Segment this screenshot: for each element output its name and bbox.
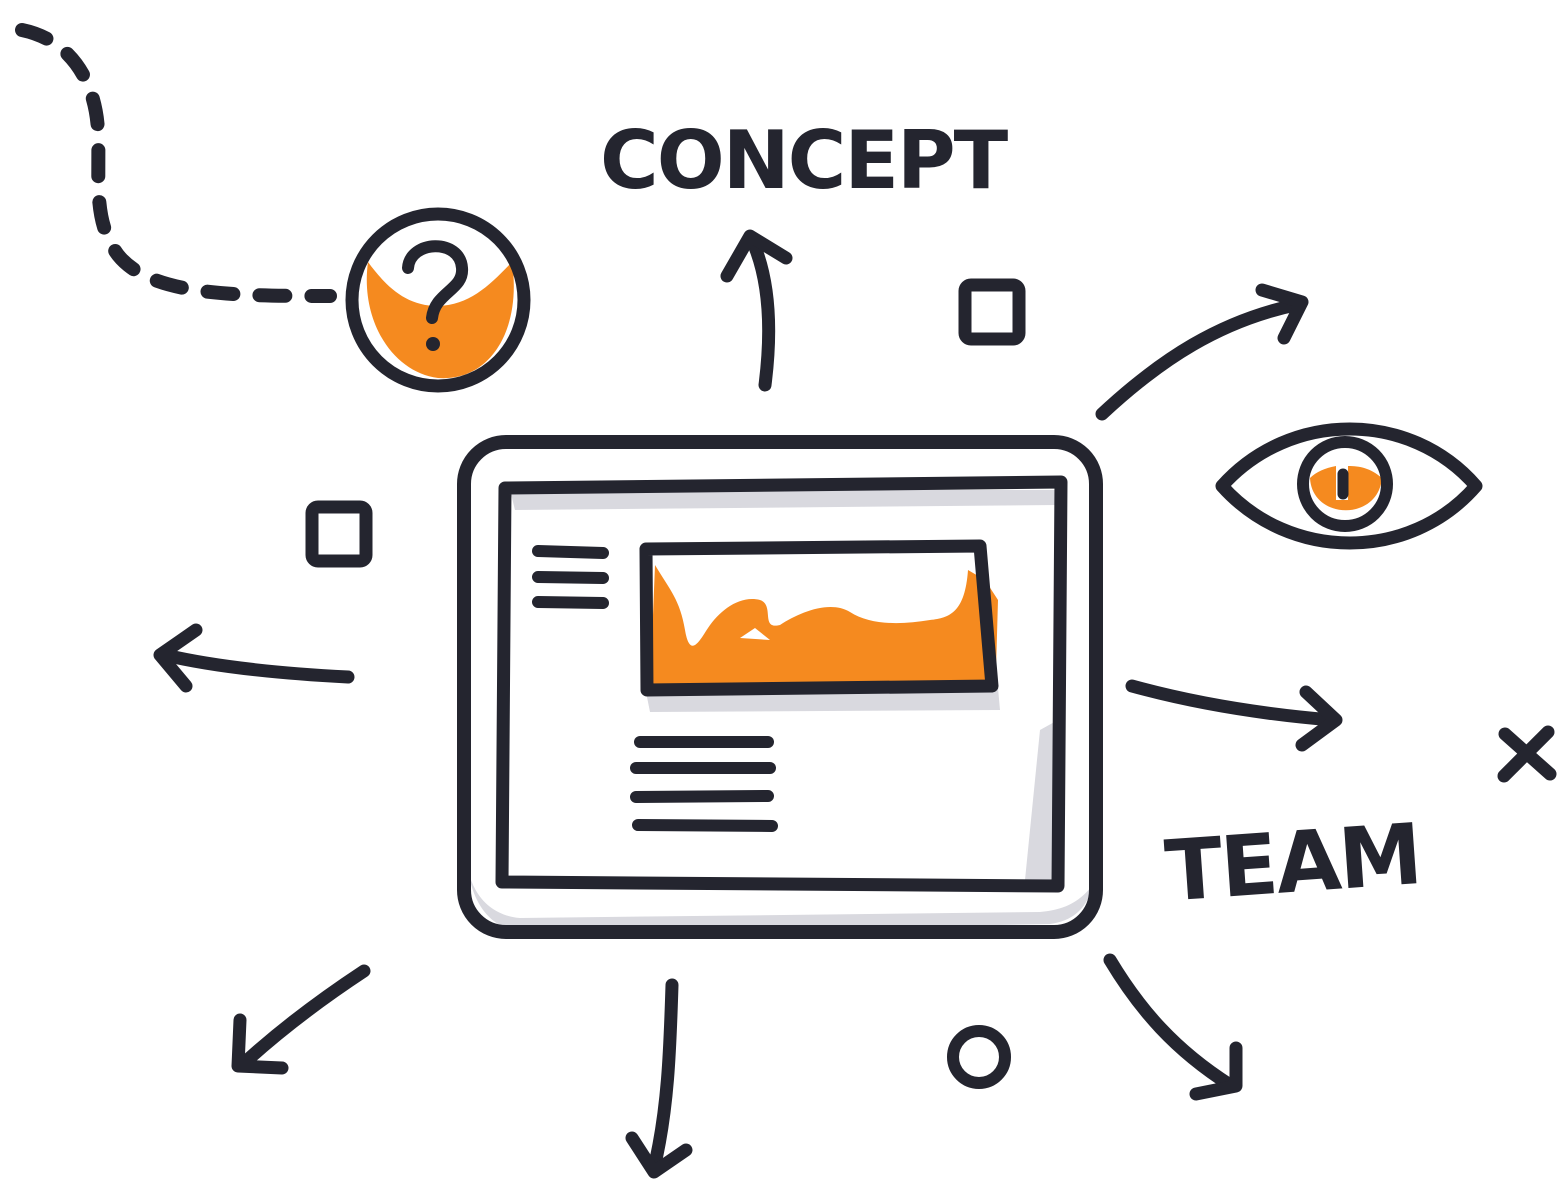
eye-icon bbox=[1215, 422, 1483, 550]
arrow-down-icon bbox=[625, 978, 693, 1179]
menu-lines bbox=[532, 545, 609, 609]
circle-shape bbox=[947, 1025, 1011, 1089]
x-mark-icon bbox=[1497, 725, 1557, 783]
arrow-bottom-right-icon bbox=[1103, 953, 1243, 1101]
square-shape-top bbox=[958, 278, 1026, 346]
team-label: TEAM bbox=[1162, 805, 1423, 921]
arrow-left-icon bbox=[153, 623, 355, 693]
arrow-top-right-icon bbox=[1095, 283, 1309, 421]
square-shape-left bbox=[305, 500, 373, 568]
text-lines bbox=[630, 736, 778, 832]
arrow-up-icon bbox=[720, 229, 793, 392]
arrow-right-icon bbox=[1125, 679, 1343, 752]
tablet-icon bbox=[457, 435, 1103, 939]
dashed-path bbox=[15, 23, 337, 303]
arrow-bottom-left-icon bbox=[231, 964, 371, 1075]
concept-label: CONCEPT bbox=[600, 114, 1009, 207]
question-mark-icon bbox=[345, 207, 531, 393]
image-placeholder bbox=[639, 539, 1000, 712]
